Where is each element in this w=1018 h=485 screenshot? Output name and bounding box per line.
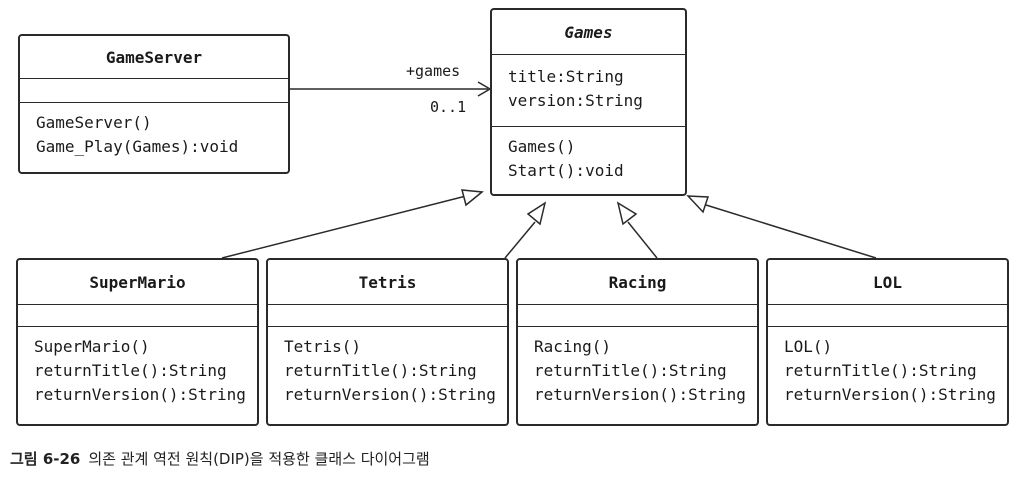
- inheritance-line-tetris: [504, 221, 536, 259]
- association-role-label: +games: [406, 62, 461, 80]
- attributes-tetris: [268, 304, 507, 326]
- association-multiplicity-label: 0..1: [430, 98, 467, 116]
- class-name-lol: LOL: [873, 272, 902, 292]
- class-name-gameserver: GameServer: [105, 47, 203, 67]
- method: Games(): [508, 137, 576, 156]
- method: returnVersion():String: [34, 385, 246, 404]
- attributes-racing: [518, 304, 757, 326]
- class-tetris: Tetris Tetris() returnTitle():String ret…: [266, 258, 509, 426]
- method: GameServer(): [36, 113, 152, 132]
- method: returnTitle():String: [284, 361, 477, 380]
- class-name-tetris: Tetris: [358, 272, 417, 292]
- attributes-gameserver: [20, 78, 288, 102]
- attributes-lol: [768, 304, 1007, 326]
- figure-number: 그림 6-26: [10, 450, 81, 468]
- methods-tetris: Tetris() returnTitle():String returnVers…: [268, 326, 507, 413]
- figure-caption: 그림 6-26 의존 관계 역전 원칙(DIP)을 적용한 클래스 다이어그램: [10, 448, 430, 469]
- method: LOL(): [784, 337, 833, 356]
- class-supermario: SuperMario SuperMario() returnTitle():St…: [16, 258, 259, 426]
- methods-supermario: SuperMario() returnTitle():String return…: [18, 326, 257, 413]
- methods-games: Games() Start():void: [492, 126, 685, 189]
- class-racing: Racing Racing() returnTitle():String ret…: [516, 258, 759, 426]
- attribute: title:String: [508, 67, 624, 86]
- method: returnTitle():String: [784, 361, 977, 380]
- inheritance-line-lol: [705, 204, 877, 259]
- class-gameserver: GameServer GameServer() Game_Play(Games)…: [18, 34, 290, 174]
- attributes-supermario: [18, 304, 257, 326]
- methods-lol: LOL() returnTitle():String returnVersion…: [768, 326, 1007, 413]
- inheritance-arrowhead-lol: [686, 195, 710, 214]
- method: Game_Play(Games):void: [36, 137, 239, 156]
- inheritance-arrowhead-supermario: [460, 189, 484, 207]
- method: Start():void: [508, 161, 624, 180]
- attribute: version:String: [508, 91, 643, 110]
- attributes-games: title:String version:String: [492, 54, 685, 126]
- methods-racing: Racing() returnTitle():String returnVers…: [518, 326, 757, 413]
- inheritance-line-supermario: [221, 195, 467, 259]
- methods-gameserver: GameServer() Game_Play(Games):void: [20, 102, 288, 165]
- class-name-games: Games: [564, 22, 613, 42]
- class-lol: LOL LOL() returnTitle():String returnVer…: [766, 258, 1009, 426]
- method: returnVersion():String: [284, 385, 496, 404]
- inheritance-line-racing: [627, 221, 658, 259]
- figure-caption-text: 의존 관계 역전 원칙(DIP)을 적용한 클래스 다이어그램: [88, 450, 430, 468]
- method: returnTitle():String: [534, 361, 727, 380]
- method: Tetris(): [284, 337, 362, 356]
- method: returnVersion():String: [534, 385, 746, 404]
- method: Racing(): [534, 337, 612, 356]
- class-name-racing: Racing: [608, 272, 667, 292]
- class-games: Games title:String version:String Games(…: [490, 8, 687, 196]
- inheritance-arrowhead-racing: [616, 201, 638, 226]
- method: returnVersion():String: [784, 385, 996, 404]
- class-name-supermario: SuperMario: [89, 272, 186, 292]
- method: returnTitle():String: [34, 361, 227, 380]
- method: SuperMario(): [34, 337, 150, 356]
- inheritance-arrowhead-tetris: [526, 201, 547, 226]
